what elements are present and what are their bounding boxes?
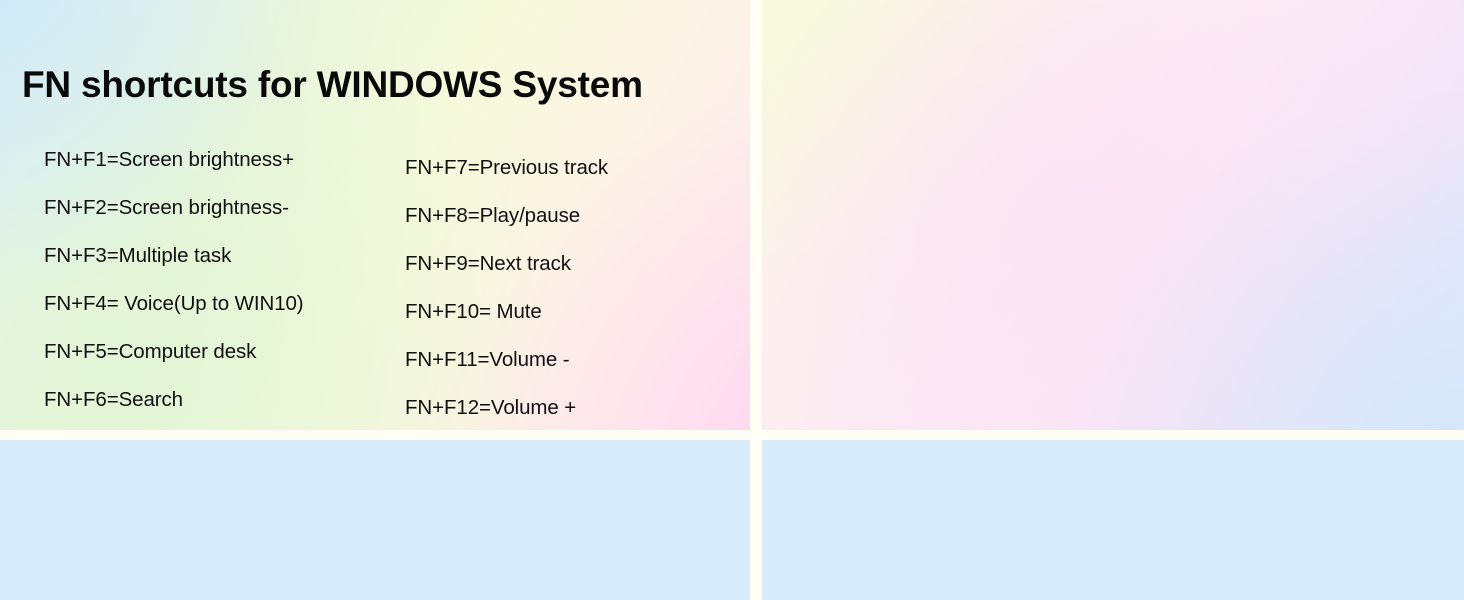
shortcut-row: FN+F4= Voice(Up to WIN10) [44,292,304,315]
shortcut-row: FN+F3=Multiple task [44,244,232,267]
windows-extra-shortcuts-panel: FN+I= HOME FN+O= END FN+P=SCRLK FN+{I= P… [0,440,750,600]
shortcut-row: FN+F12=Volume + [405,396,577,419]
shortcut-row: FN+F8=Play/pause [405,204,581,227]
shortcut-row: FN+F9=Next track [405,252,571,275]
windows-shortcut-column-left: FN+F1=Screen brightness+ FN+F2=Screen br… [44,136,304,424]
mac-extra-shortcuts-panel: FN+I= HOME FN+O= END FN+P=SCRLK FN+{I= P… [762,440,1464,600]
windows-shortcuts-panel: FN shortcuts for WINDOWS System FN+F1=Sc… [0,0,750,430]
windows-panel-title: FN shortcuts for WINDOWS System [22,64,643,105]
windows-shortcut-column-right: FN+F7=Previous track FN+F8=Play/pause FN… [405,144,608,430]
shortcut-row: FN+F6=Search [44,388,183,411]
shortcut-row: FN+F2=Screen brightness- [44,196,289,219]
shortcut-row: FN+F1=Screen brightness+ [44,148,294,171]
shortcut-row: FN+F7=Previous track [405,156,609,179]
shortcut-row: FN+F10= Mute [405,300,542,323]
mac-shortcuts-panel: FN shortcuts for MAC OS FN+F1=Screen bri… [762,0,1464,430]
shortcut-row: FN+F5=Computer desk [44,340,257,363]
shortcut-row: FN+F11=Volume - [405,348,570,371]
